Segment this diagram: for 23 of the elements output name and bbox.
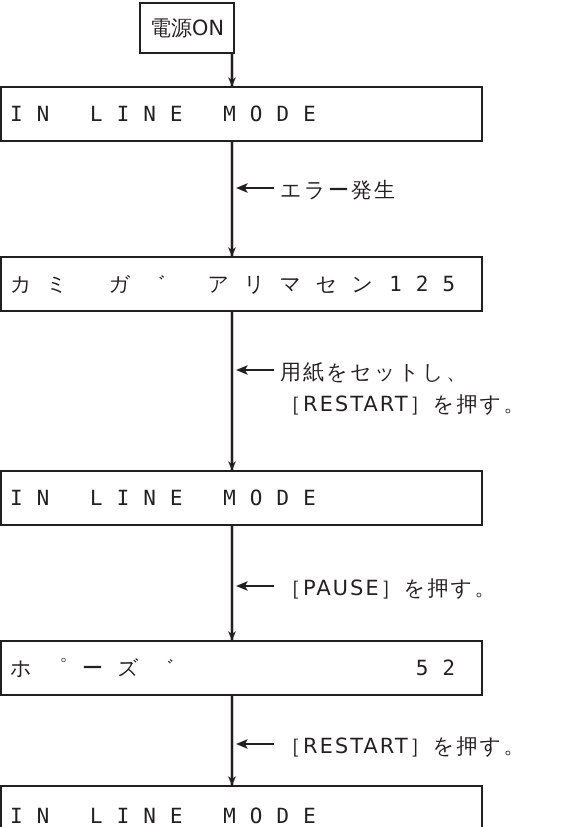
display-text: 電源ON: [150, 15, 224, 42]
arrow: [228, 696, 236, 786]
arrow: [228, 312, 236, 471]
edge-label: 用紙をセットし、［RESTART］を押す。: [280, 359, 528, 418]
display-box: [0, 640, 483, 696]
arrow: [228, 142, 236, 257]
display-text: IN LINE MODE: [10, 102, 330, 126]
display-text: 125: [389, 272, 469, 296]
display-text: ホ゜ーズ゛: [10, 655, 189, 682]
edge-label: ［RESTART］を押す。: [280, 733, 528, 760]
display-box: [0, 785, 483, 827]
display-text: 52: [416, 656, 469, 680]
display-box: [0, 470, 483, 526]
edge-label: エラー発生: [280, 177, 398, 204]
display-box: [0, 256, 483, 312]
display-text: IN LINE MODE: [10, 804, 330, 827]
arrow: [228, 526, 236, 641]
edge-label: ［PAUSE］を押す。: [280, 575, 499, 602]
display-text: カミ ガ゛ アリマセン: [10, 271, 388, 298]
display-text: IN LINE MODE: [10, 486, 330, 510]
process-box: [139, 2, 235, 54]
arrow: [228, 54, 236, 87]
display-box: [0, 86, 483, 142]
